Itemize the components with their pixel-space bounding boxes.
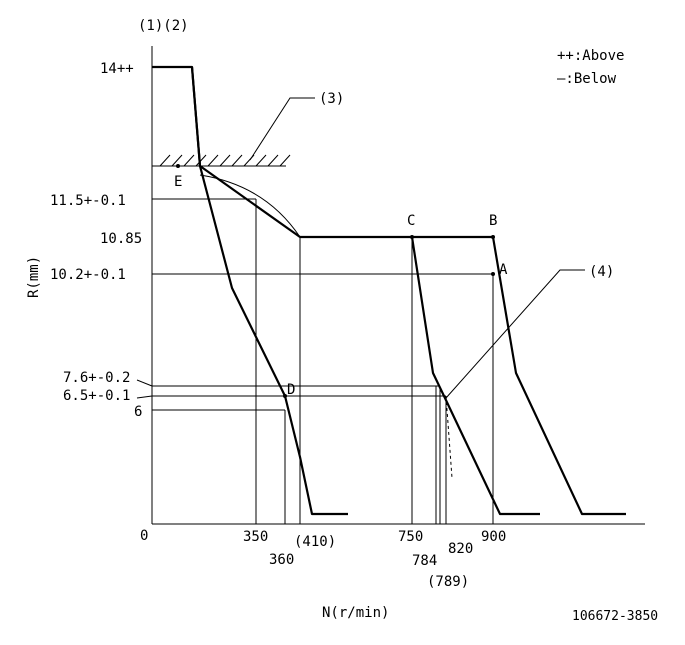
- x-axis-label: N(r/min): [322, 605, 389, 621]
- stopper-hatch-mark: [195, 154, 207, 167]
- y-tick-14: 14++: [100, 61, 134, 77]
- series-line-5: [445, 395, 453, 479]
- origin-label: 0: [140, 528, 148, 544]
- series-group: [152, 65, 626, 516]
- guide-lines: [136, 198, 494, 524]
- callout-3: (3): [319, 91, 344, 107]
- x-tick-784: 784: [412, 553, 437, 569]
- tick-leader-6-5: [136, 395, 153, 399]
- callout-3-leader: [249, 97, 315, 161]
- point-C-marker: [410, 235, 414, 239]
- legend-below: —:Below: [557, 71, 617, 87]
- stopper-hatch-mark: [267, 154, 279, 167]
- legend-above: ++:Above: [557, 48, 624, 64]
- point-B-marker: [491, 235, 495, 239]
- x-tick-360: 360: [269, 552, 294, 568]
- points-group: E C B A D: [174, 164, 508, 398]
- x-tick-820: 820: [448, 541, 473, 557]
- stopper-hatch-mark: [159, 154, 171, 167]
- series-line-4: [491, 236, 626, 516]
- point-D-marker: [283, 394, 287, 398]
- chart-header: (1)(2): [138, 18, 189, 34]
- tick-leader-7-6: [136, 379, 153, 387]
- callout-4: (4): [589, 264, 614, 280]
- y-axis-label: R(mm): [26, 256, 42, 298]
- governor-arc: [199, 174, 301, 238]
- y-tick-10-2: 10.2+-0.1: [50, 267, 126, 283]
- series-line-3: [410, 236, 540, 516]
- x-tick-410: (410): [294, 534, 336, 550]
- stopper-hatch-mark: [207, 154, 219, 167]
- point-A-marker: [491, 272, 495, 276]
- x-tick-750: 750: [398, 529, 423, 545]
- stopper-hatch-mark: [171, 154, 183, 167]
- y-tick-10-85: 10.85: [100, 231, 142, 247]
- y-tick-11-5: 11.5+-0.1: [50, 193, 126, 209]
- series-line-1: [152, 65, 493, 239]
- stopper-hatch-mark: [219, 154, 231, 167]
- point-B-label: B: [489, 213, 497, 229]
- y-tick-6: 6: [134, 404, 142, 420]
- y-tick-6-5: 6.5+-0.1: [63, 388, 130, 404]
- point-D-label: D: [287, 382, 295, 398]
- series-line-2: [190, 66, 348, 516]
- stopper-hatch-mark: [255, 154, 267, 167]
- point-E-marker: [176, 164, 180, 168]
- callout-4-leader: [445, 269, 585, 399]
- stopper-hatch-mark: [279, 154, 291, 167]
- stopper-hatch-mark: [183, 154, 195, 167]
- figure-code: 106672-3850: [572, 609, 658, 624]
- x-tick-789: (789): [427, 574, 469, 590]
- x-tick-350: 350: [243, 529, 268, 545]
- point-A-label: A: [499, 262, 508, 278]
- y-tick-7-6: 7.6+-0.2: [63, 370, 130, 386]
- stopper-hatch-mark: [231, 154, 243, 167]
- stopper-hatch: [152, 154, 291, 167]
- x-tick-900: 900: [481, 529, 506, 545]
- point-E-label: E: [174, 174, 182, 190]
- point-C-label: C: [407, 213, 415, 229]
